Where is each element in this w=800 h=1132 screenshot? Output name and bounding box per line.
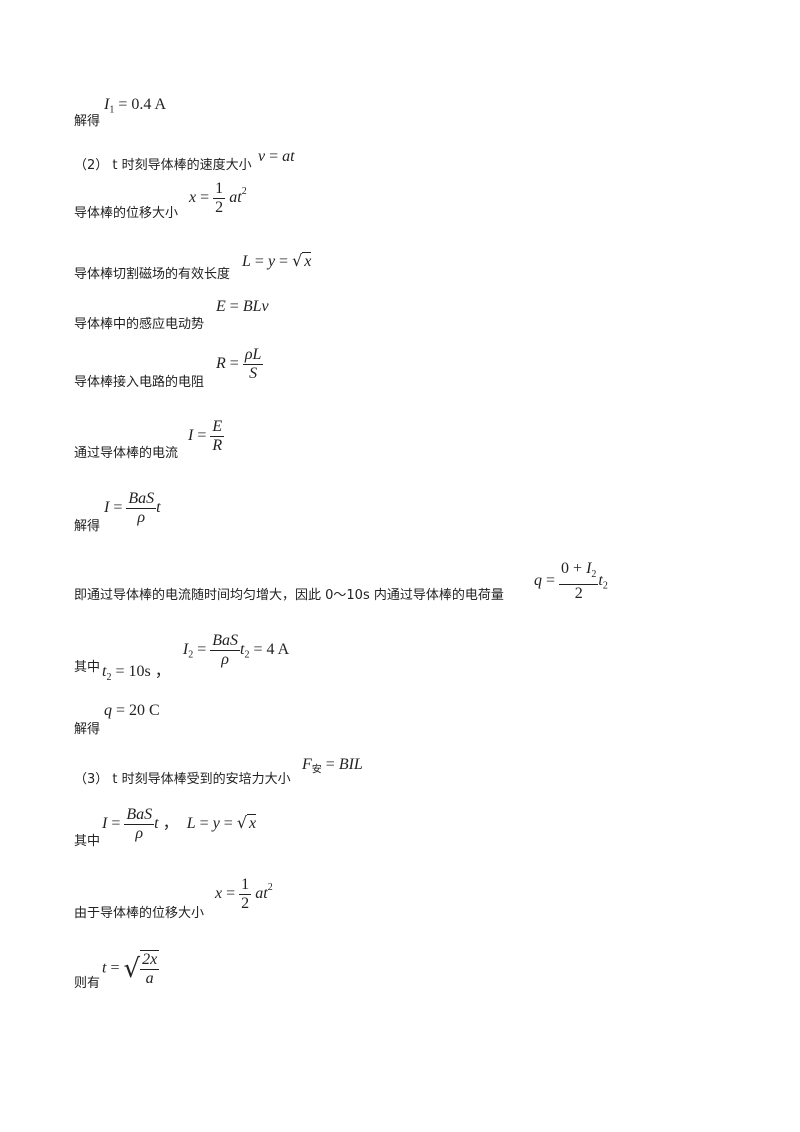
line-label: 由于导体棒的位移大小 <box>74 906 205 921</box>
equation-2: v = at <box>258 148 295 165</box>
line-label: 导体棒中的感应电动势 <box>74 317 205 332</box>
line-label: 通过导体棒的电流 <box>74 446 179 461</box>
line-label: （2） t 时刻导体棒的速度大小 <box>74 158 252 173</box>
solution-line-12: （3） t 时刻导体棒受到的安培力大小 F安 = BIL <box>74 756 363 787</box>
solution-line-4: 导体棒切割磁场的有效长度 L = y = √x <box>74 251 312 282</box>
line-label: 解得 <box>74 519 101 534</box>
solution-line-11: 解得 q = 20 C <box>74 702 160 737</box>
line-label: 则有 <box>74 976 101 991</box>
line-label: 导体棒的位移大小 <box>74 206 179 221</box>
line-label: 其中 <box>74 660 101 675</box>
equation-12: F安 = BIL <box>302 756 363 776</box>
line-label: 解得 <box>74 114 101 129</box>
solution-line-1: 解得 I1 = 0.4 A <box>74 96 166 129</box>
solution-line-5: 导体棒中的感应电动势 E = BLv <box>74 298 269 332</box>
equation-1: I1 = 0.4 A <box>104 96 167 116</box>
line-label: 解得 <box>74 722 101 737</box>
equation-5: E = BLv <box>216 298 269 315</box>
line-label: （3） t 时刻导体棒受到的安培力大小 <box>74 772 291 787</box>
line-label: 即通过导体棒的电流随时间均匀增大，因此 0～10s 内通过导体棒的电荷量 <box>74 588 504 603</box>
line-label: 其中 <box>74 834 101 849</box>
solution-line-9: 即通过导体棒的电流随时间均匀增大，因此 0～10s 内通过导体棒的电荷量 q =… <box>74 560 608 603</box>
equation-4: L = y = √x <box>242 251 312 270</box>
line-label: 导体棒切割磁场的有效长度 <box>74 267 231 282</box>
line-label: 导体棒接入电路的电阻 <box>74 375 205 390</box>
equation-11: q = 20 C <box>104 702 160 719</box>
solution-line-2: （2） t 时刻导体棒的速度大小 v = at <box>74 148 295 173</box>
